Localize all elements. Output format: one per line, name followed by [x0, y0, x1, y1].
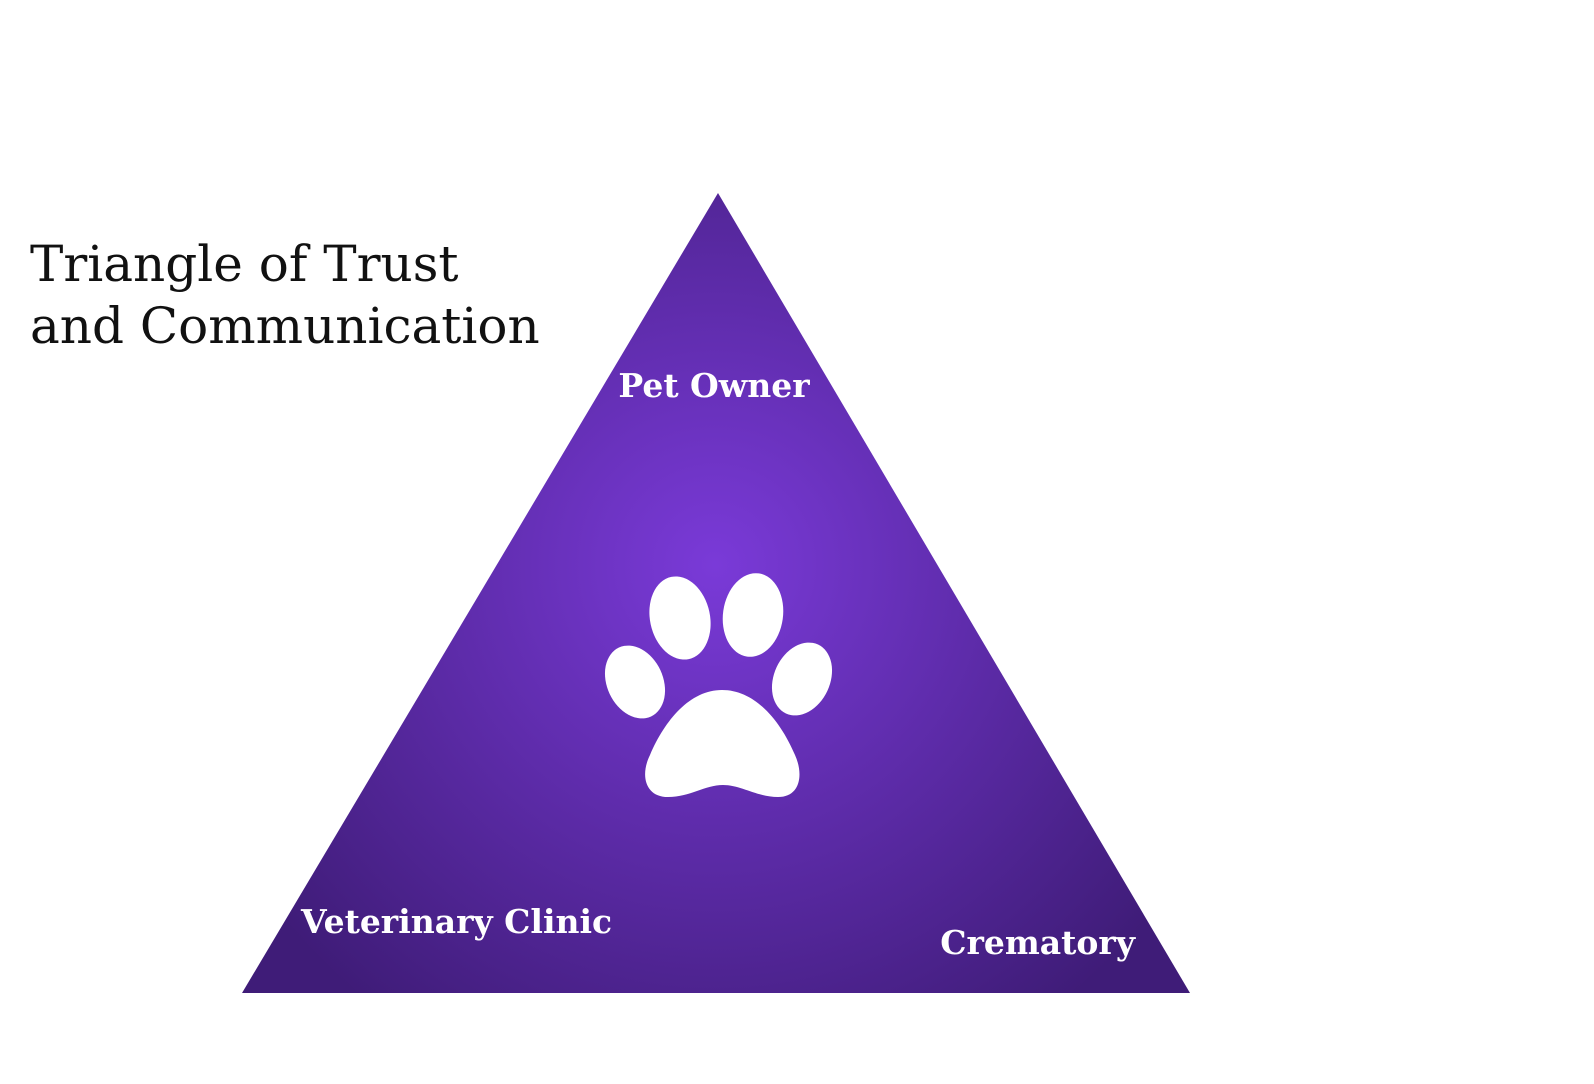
vertex-label-pet-owner: Pet Owner	[618, 366, 810, 405]
title-line-1: Triangle of Trust	[30, 235, 459, 293]
paw-main-pad	[645, 690, 800, 797]
paw-toe-1	[649, 576, 711, 660]
trust-triangle	[242, 193, 1190, 993]
paw-toe-4	[771, 642, 833, 716]
paw-print-icon	[604, 573, 833, 797]
vertex-label-veterinary-clinic: Veterinary Clinic	[300, 902, 612, 941]
diagram-title: Triangle of Trust and Communication	[30, 233, 540, 357]
title-line-2: and Communication	[30, 297, 540, 355]
paw-toe-3	[604, 645, 666, 719]
paw-toe-2	[722, 573, 784, 657]
vertex-label-crematory: Crematory	[940, 923, 1136, 962]
